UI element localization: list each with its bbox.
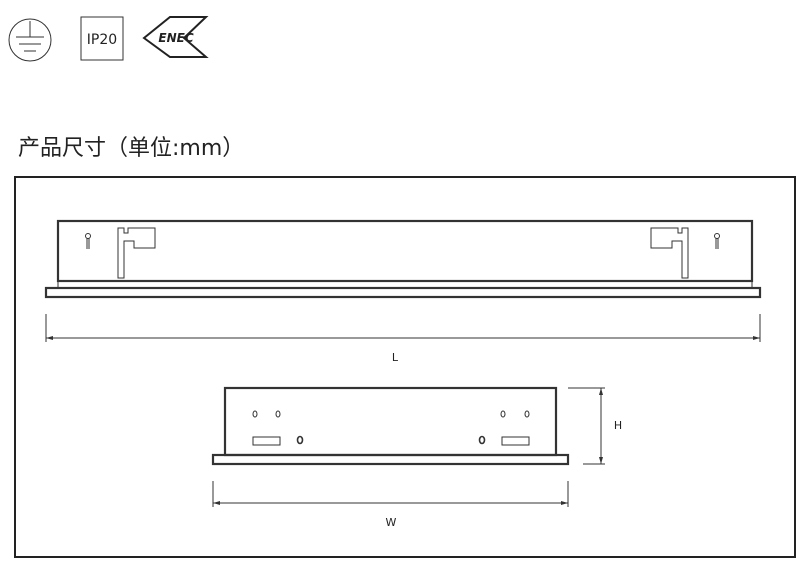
height-label: H	[614, 419, 622, 432]
luminaire-front-view	[44, 219, 762, 299]
page-title: 产品尺寸（单位:mm）	[18, 136, 244, 161]
ip-rating-text: IP20	[87, 32, 117, 48]
protective-earth-icon	[8, 18, 52, 62]
mounting-keyhole-left	[85, 233, 91, 249]
bracket-right	[650, 227, 689, 279]
enec-mark-text: ENEC	[158, 31, 193, 45]
bracket-left	[117, 227, 156, 279]
ip-rating-badge: IP20	[80, 16, 124, 61]
enec-mark-icon: ENEC	[142, 16, 209, 58]
length-dimension: L	[45, 314, 761, 364]
mounting-keyhole-right	[714, 233, 720, 249]
luminaire-side-view	[211, 386, 570, 466]
drawing-frame	[14, 176, 796, 558]
width-dimension: W	[212, 481, 569, 529]
length-label: L	[392, 351, 399, 364]
height-dimension: H	[568, 387, 622, 465]
width-label: W	[386, 516, 397, 529]
